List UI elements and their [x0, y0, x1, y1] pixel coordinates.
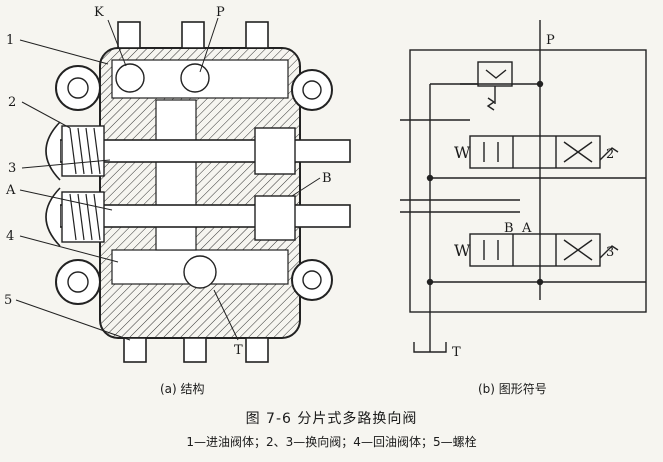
figure-legend: 1—进油阀体；2、3—换向阀；4—回油阀体；5—螺栓: [186, 435, 477, 449]
label-A-b: A: [521, 221, 532, 236]
top-bolt: [181, 21, 205, 49]
mount-lug: [55, 259, 101, 305]
label-K: K: [94, 5, 104, 20]
label-2: 2: [8, 95, 16, 110]
label-P-b: P: [546, 33, 555, 48]
label-P-a: P: [216, 5, 225, 20]
label-3: 3: [8, 161, 16, 176]
label-B-b: B: [504, 221, 514, 236]
label-5: 5: [4, 293, 12, 308]
label-4: 4: [6, 229, 14, 244]
mount-lug: [291, 259, 333, 301]
mount-lug: [55, 65, 101, 111]
subcaption-structure: (a) 结构: [160, 382, 205, 396]
bottom-bolt: [183, 337, 207, 363]
subcaption-symbol: (b) 图形符号: [478, 382, 547, 396]
label-3-b: 3: [606, 245, 614, 260]
spool-symbol-lower: [400, 199, 646, 283]
spool-valve-lower: [45, 187, 351, 247]
bottom-bolt: [123, 337, 147, 363]
label-1: 1: [6, 33, 14, 48]
label-W-lower: W: [454, 241, 471, 260]
label-A: A: [5, 183, 16, 198]
label-B-a: B: [322, 171, 332, 186]
figure-title: 图 7-6 分片式多路换向阀: [245, 411, 418, 427]
spool-symbol-upper: [400, 119, 646, 179]
top-bolt: [245, 21, 269, 49]
figure-canvas: 1 2 3 A 4 5 K P B T: [4, 5, 647, 363]
circuit-symbol: [400, 20, 647, 353]
bottom-bolt: [245, 337, 269, 363]
label-2-b: 2: [606, 147, 614, 162]
label-W-upper: W: [454, 143, 471, 162]
top-bolt: [117, 21, 141, 49]
label-T-a: T: [234, 343, 243, 358]
mount-lug: [291, 69, 333, 111]
label-T-b: T: [452, 345, 461, 360]
spool-valve-upper: [45, 121, 351, 181]
structure-drawing: 1 2 3 A 4 5 K P B T: [4, 5, 351, 363]
